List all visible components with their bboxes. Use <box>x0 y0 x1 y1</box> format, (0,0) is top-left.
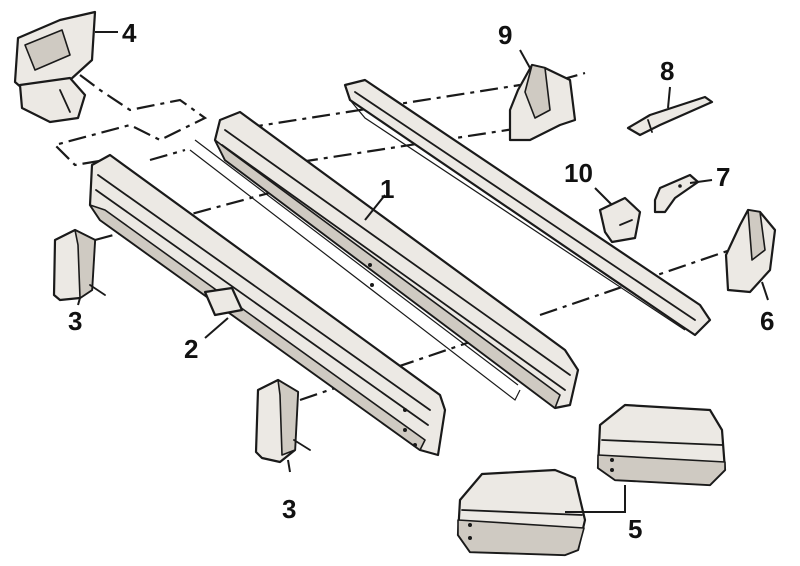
callout-10: 10 <box>564 158 593 188</box>
callout-6: 6 <box>760 306 774 336</box>
callout-2: 2 <box>184 334 198 364</box>
front-bumper-bar <box>88 153 447 457</box>
strap-bracket-8 <box>626 95 714 137</box>
bumper-corner-cover-upper <box>596 403 727 487</box>
callout-1: 1 <box>380 174 394 204</box>
mounting-bracket-9 <box>508 63 577 142</box>
callout-8: 8 <box>660 56 674 86</box>
cross-member <box>343 78 712 337</box>
callout-4: 4 <box>122 18 137 48</box>
end-cap-upper <box>52 228 106 302</box>
clip-7 <box>653 173 700 214</box>
callout-9: 9 <box>498 20 512 50</box>
end-cap-lower <box>254 378 311 464</box>
leader-lines <box>77 31 769 513</box>
callouts: 1 2 3 3 4 5 6 7 8 9 10 <box>68 18 774 544</box>
bumper-corner-cover-lower <box>456 468 587 557</box>
corner-bracket-left <box>13 10 97 124</box>
callout-5: 5 <box>628 514 642 544</box>
corner-bracket-right <box>724 208 777 294</box>
bumper-reinforcement <box>189 110 580 410</box>
small-bracket-10 <box>598 196 642 244</box>
callout-3-upper: 3 <box>68 306 82 336</box>
callout-7: 7 <box>716 162 730 192</box>
callout-3-lower: 3 <box>282 494 296 524</box>
